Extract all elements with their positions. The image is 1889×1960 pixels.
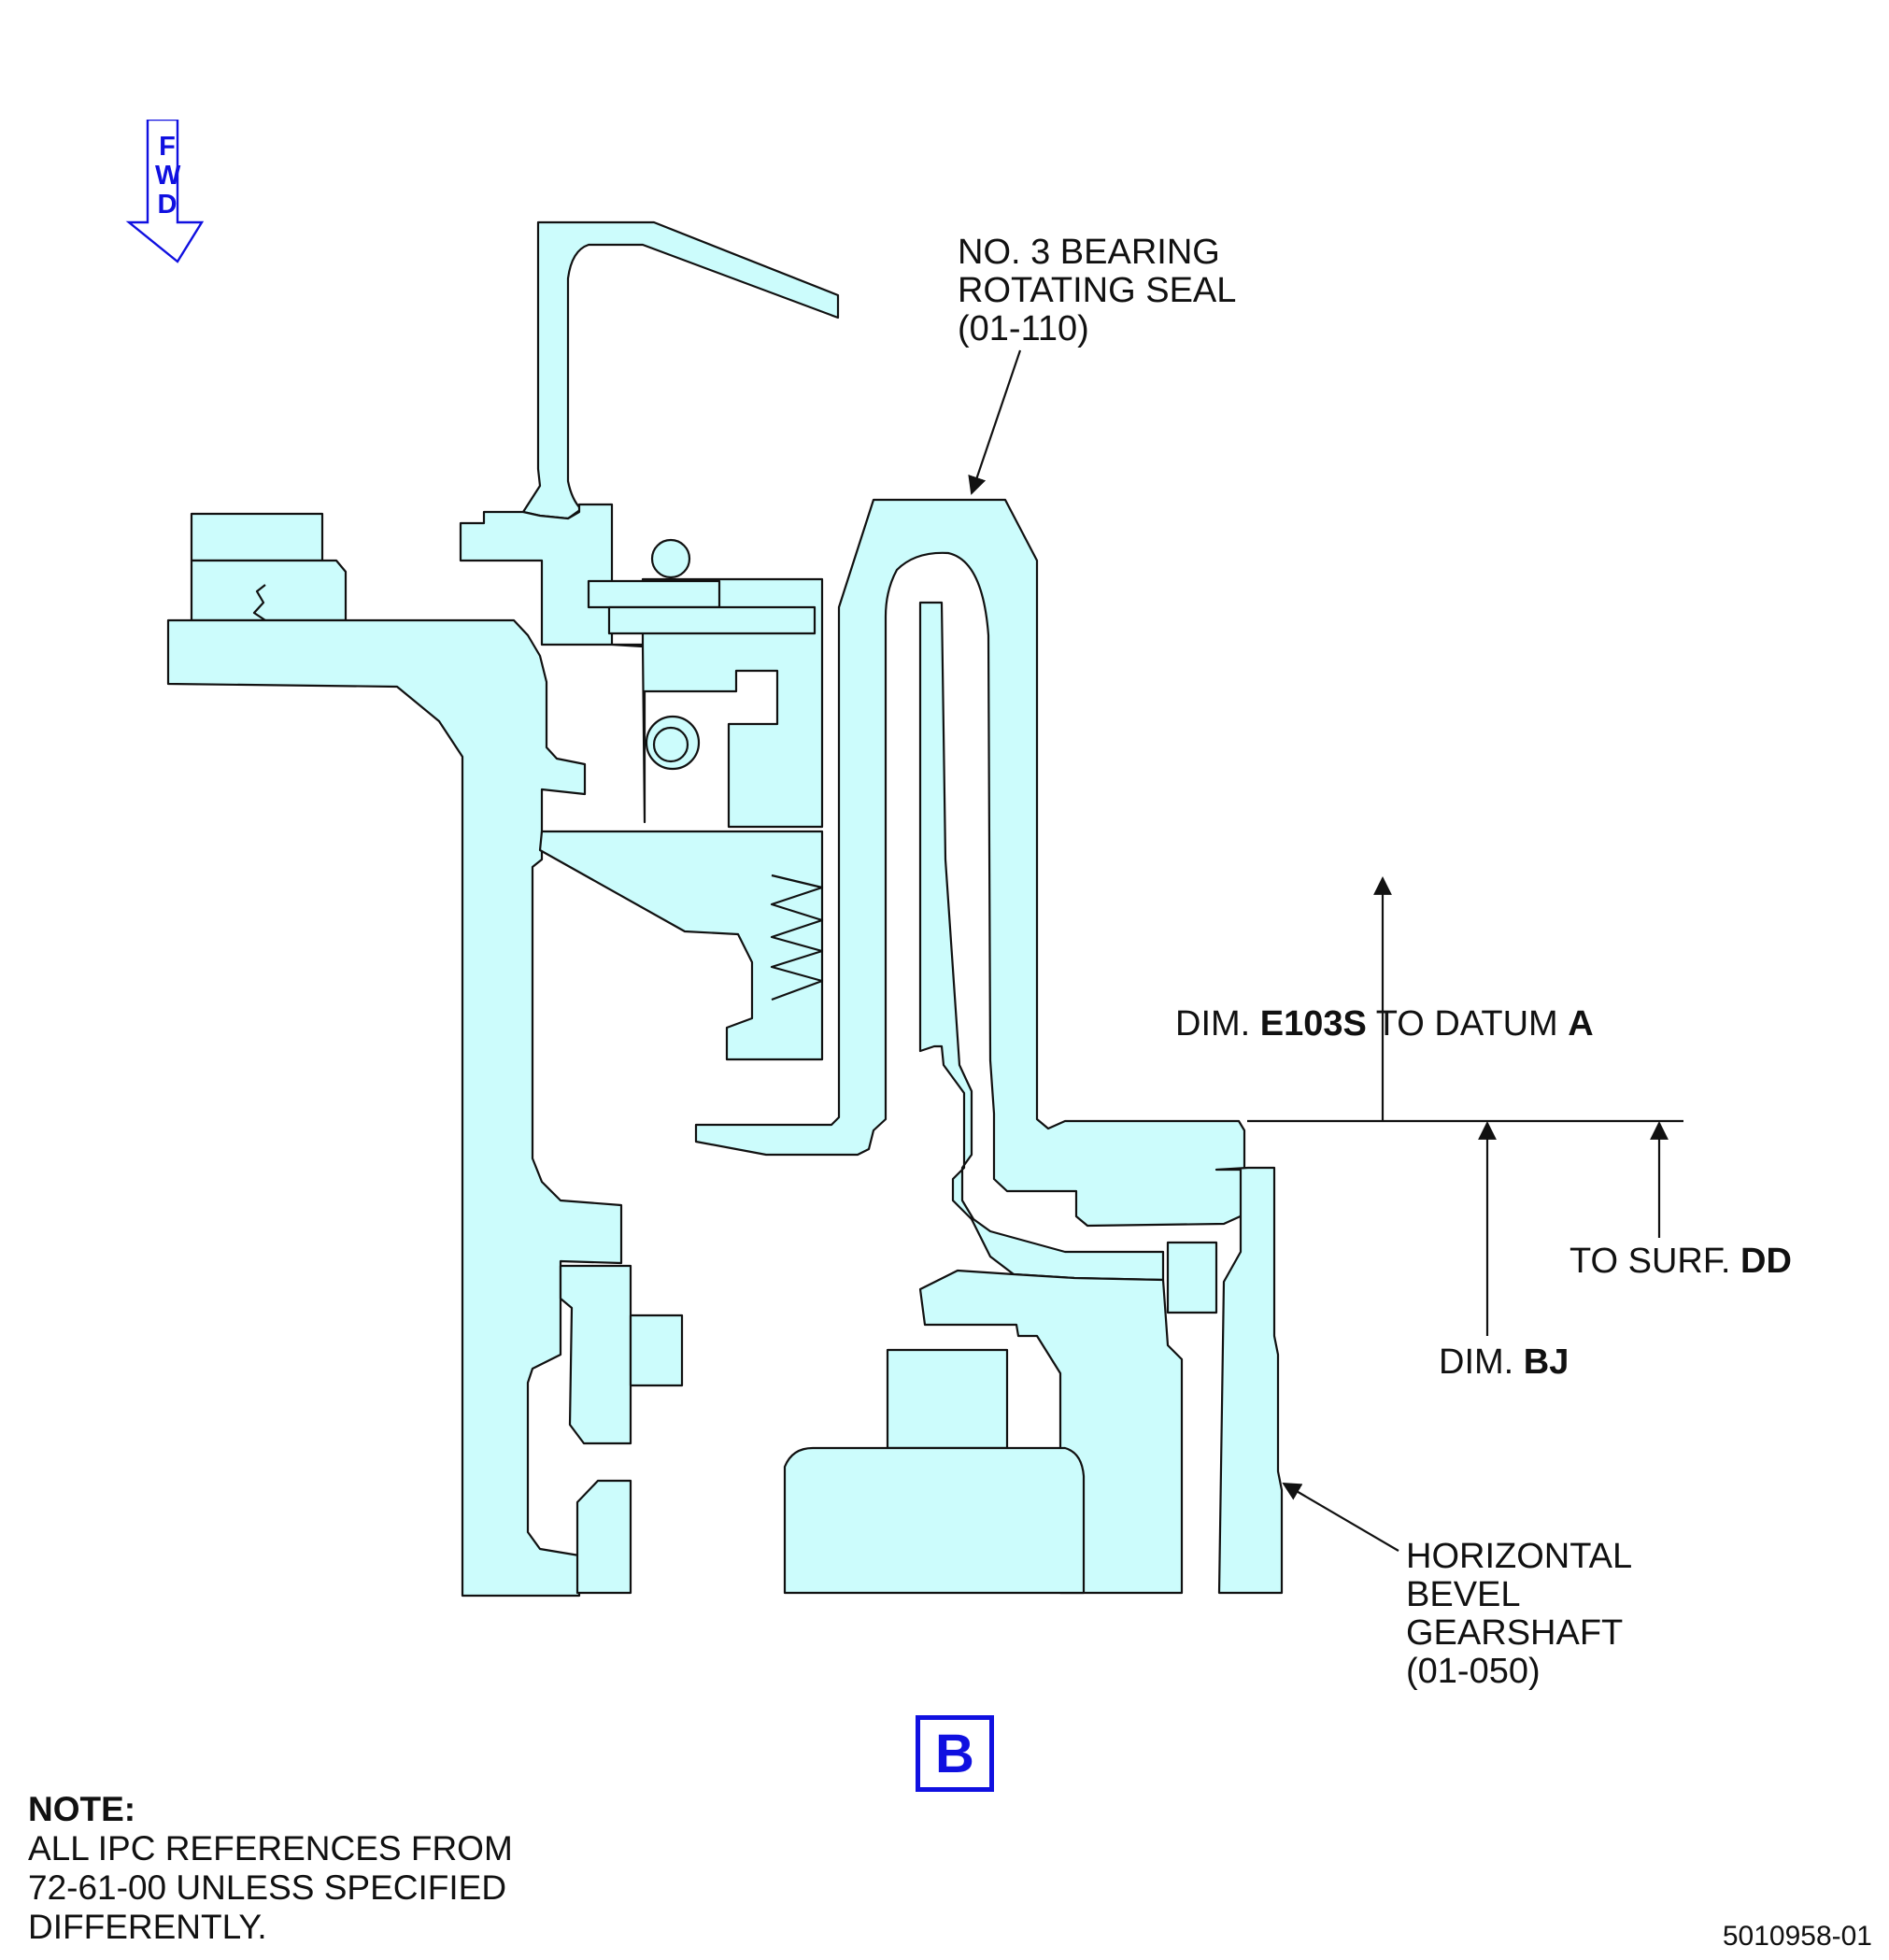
bolt-hex-inner [652,726,689,763]
note-title: NOTE: [28,1790,136,1828]
fwd-arrow-icon [125,120,205,263]
to-surf-prefix: TO SURF. [1569,1242,1740,1281]
bearing-seal-line-1: NO. 3 BEARING [958,233,1220,272]
fwd-letter-f: F [159,132,176,162]
bolt-head-left [190,512,324,562]
fwd-letter-w: W [155,161,181,191]
retainer-plate [587,579,721,609]
view-marker-letter: B [935,1723,974,1784]
bearing-seal-label: NO. 3 BEARING ROTATING SEAL (01-110) [958,234,1236,348]
gearshaft-line-2: BEVEL [1406,1575,1521,1614]
bearing-seal-line-3: (01-110) [958,309,1089,348]
note-block: NOTE: ALL IPC REFERENCES FROM 72-61-00 U… [28,1790,513,1947]
dim-e103s-prefix: DIM. [1175,1004,1260,1044]
upper-housing-block [459,503,824,829]
bearing-seal-line-2: ROTATING SEAL [958,271,1237,310]
bevel-gear-body [783,1446,1086,1595]
fwd-label: F W D [155,132,181,220]
nut-notch [252,584,266,621]
lower-nut [629,1314,684,1387]
gear-housing [886,1348,1009,1450]
view-marker-b: B [916,1715,994,1792]
gearshaft-label: HORIZONTAL BEVEL GEARSHAFT (01-050) [1406,1538,1632,1691]
lower-spacer [575,1479,632,1595]
fwd-letter-d: D [157,190,178,220]
bolt-nut-left [190,559,348,622]
dim-bj-label: DIM. BJ [1439,1343,1569,1382]
seal-teeth [770,873,824,1001]
dim-e103s-label: DIM. E103S TO DATUM A [1175,1005,1594,1044]
note-line-1: ALL IPC REFERENCES FROM [28,1829,513,1868]
gearshaft-line-1: HORIZONTAL [1406,1537,1633,1576]
surf-dd-code: DD [1740,1242,1792,1281]
dim-bj-code: BJ [1523,1342,1569,1382]
main-flange [166,618,623,1598]
to-surf-dd-label: TO SURF. DD [1569,1243,1792,1281]
lower-bearing-cap [559,1264,632,1445]
figure-number: 5010958-01 [1722,1921,1872,1952]
gearshaft-leader-line [1282,1482,1399,1552]
flange-inner-rib [538,830,824,1061]
lockwire-head [650,538,691,579]
horizontal-bevel-gearshaft [1214,1166,1284,1595]
upper-duct-arm [521,220,840,520]
dim-e103s-code: E103S [1259,1004,1367,1044]
datum-a: A [1568,1004,1594,1044]
dim-e103s-mid: TO DATUM [1366,1004,1569,1044]
gearshaft-line-4: (01-050) [1406,1652,1541,1691]
gearshaft-line-3: GEARSHAFT [1406,1613,1624,1653]
note-line-3: DIFFERENTLY. [28,1908,267,1946]
dim-bj-prefix: DIM. [1439,1342,1524,1382]
rotating-seal [694,498,1246,1228]
seal-leader-line [968,349,1022,495]
retainer-plate-lower [607,605,817,635]
gearshaft-collar [1166,1241,1218,1314]
note-line-2: 72-61-00 UNLESS SPECIFIED [28,1868,507,1907]
